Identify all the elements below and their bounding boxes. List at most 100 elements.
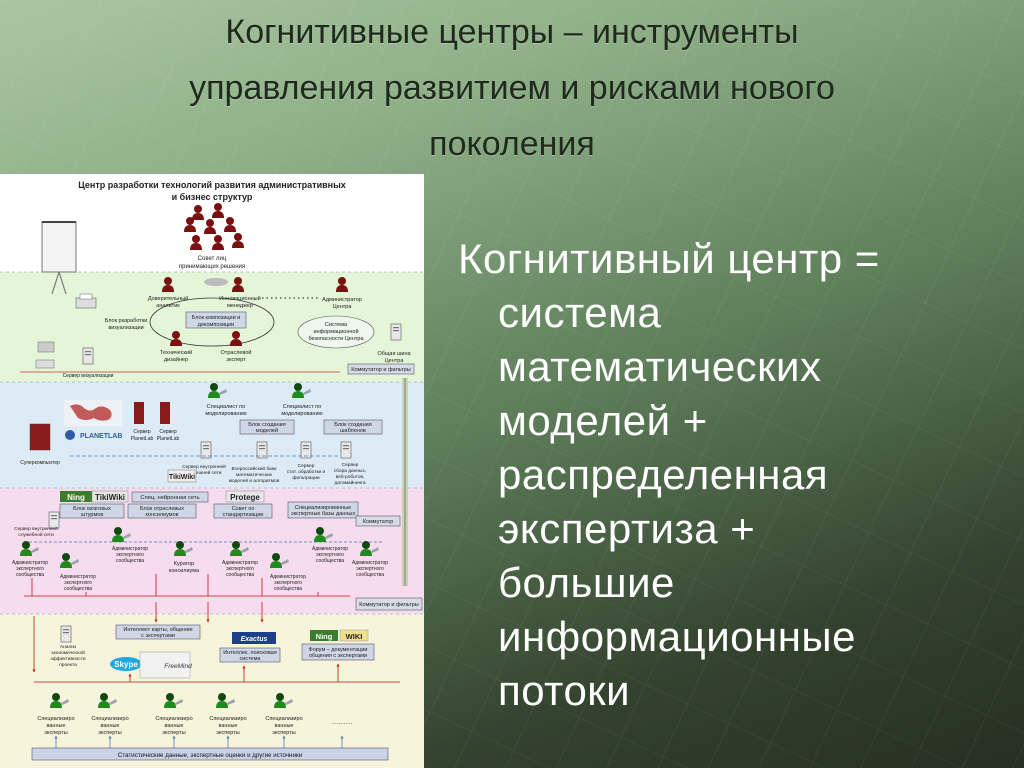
bank-1: Всероссийский банк <box>232 465 278 472</box>
security-label-1: Система <box>325 322 348 328</box>
branch-council-2: консилиумов <box>145 512 178 518</box>
vis-block-1: Блок разработки <box>105 318 148 324</box>
admin-b2: экспертного <box>64 580 92 586</box>
planetlab-logo: PLANETLAB <box>80 433 122 440</box>
vis-block-2: визуализации <box>108 325 143 331</box>
intellect-map-2: с экспертами <box>141 633 175 639</box>
econ-2: экономической <box>51 649 85 656</box>
neuro-net-label: Спец. нейронная сеть <box>140 494 199 501</box>
definition-line-6: большие <box>498 559 675 606</box>
spec-2a: Специализиро <box>91 716 128 722</box>
spec-3a: Специализиро <box>155 716 192 722</box>
bank-2: математических <box>236 473 273 478</box>
stat-server-1: Сервер <box>298 463 315 469</box>
spec-3b: ванные <box>164 723 183 729</box>
admin-e1: Администратор <box>270 574 306 580</box>
diagram-header-1: Центр разработки технологий развития адм… <box>78 180 346 190</box>
econ-1: Анализ <box>60 644 77 650</box>
admin-f2: экспертного <box>316 552 344 558</box>
exactus-logo: Exactus <box>241 636 268 643</box>
admin-e2: экспертного <box>274 580 302 586</box>
spec-4c: эксперты <box>216 730 240 736</box>
planetlab-server-1b: PlanetLab <box>131 436 154 442</box>
model-block-label-1: Блок создания <box>248 422 285 428</box>
planetlab-server-2b: PlanetLab <box>157 436 180 442</box>
tech-designer-2: дизайнер <box>164 356 188 363</box>
collect-server-2: сбора данных, <box>334 468 366 474</box>
definition-line-4: распределенная <box>498 451 829 498</box>
branch-council-1: Блок отраслевых <box>140 506 184 512</box>
admin-c1: Администратор <box>112 546 148 552</box>
spec-4a: Специализиро <box>209 716 246 722</box>
diagram-header-2: и бизнес структур <box>172 192 253 202</box>
collect-server-3: веб-роботов, <box>336 474 365 480</box>
projector-screen-icon <box>41 221 77 295</box>
service-server-2: служебной сети <box>18 531 54 538</box>
title-line-3: поколения <box>429 125 595 163</box>
admin-center-1: Администратор <box>322 297 362 303</box>
spec-5a: Специализиро <box>265 716 302 722</box>
office-devices-icon <box>35 341 55 369</box>
intellect-map-1: Интеллект карты, общение <box>123 627 192 633</box>
supercomputer-icon <box>29 423 51 451</box>
model-block <box>239 419 295 435</box>
council-label-1: Совет лиц <box>198 256 227 262</box>
security-label-3: безопасности Центра <box>308 336 364 342</box>
expert-db-1: Специализированные <box>295 505 351 511</box>
econ-4: проекта <box>59 663 77 668</box>
stat-server-3: фильтрации <box>292 475 320 481</box>
definition-line-7: информационные <box>498 613 856 660</box>
supercomputer-label: Суперкомпьютер <box>20 460 60 466</box>
expert-db-2: экспертные базы данных <box>291 511 355 517</box>
admin-a2: экспертного <box>16 566 44 572</box>
compose-block-label-1: Блок композиции и <box>192 315 241 321</box>
template-block-label-1: Блок создания <box>334 422 371 428</box>
protege-logo: Protege <box>230 493 260 502</box>
bus-label-1: Общая шина <box>377 351 411 357</box>
center-loop <box>149 297 275 347</box>
modeling-spec-2b: моделированию <box>281 411 322 417</box>
admin-c2: экспертного <box>116 552 144 558</box>
brainstorm-2: штурмов <box>81 512 104 518</box>
admin-a1: Администратор <box>12 560 48 566</box>
definition-line-8: потоки <box>498 667 631 714</box>
compose-block <box>185 311 247 329</box>
template-block <box>323 419 383 435</box>
ning-logo-bottom: Ning <box>316 632 333 641</box>
industry-expert-1: Отраслевой <box>221 349 252 356</box>
definition-lead: Когнитивный центр = <box>458 235 880 282</box>
admin-d3: сообщества <box>226 572 254 578</box>
bus-label-2: Центра <box>385 358 405 364</box>
definition-text: Когнитивный центр = система математическ… <box>458 232 1018 718</box>
modeling-spec-2a: Специалист по <box>283 404 321 410</box>
planetlab-server-2a: Сервер <box>159 429 177 435</box>
definition-line-2: математических <box>498 343 822 390</box>
switch-box-top <box>347 363 415 375</box>
tech-designer-1: Технический <box>160 349 192 356</box>
server-rack-icon <box>134 402 170 424</box>
cognitive-center-diagram: Центр разработки технологий развития адм… <box>0 174 424 768</box>
net-server-1: Сервер внутренней <box>182 463 226 470</box>
spec-4b: ванные <box>218 723 237 729</box>
econ-3: эффективности <box>50 656 85 662</box>
commutator-label: Коммутатор <box>363 519 394 525</box>
modeling-spec-1b: моделированию <box>205 411 246 417</box>
security-label-2: информационной <box>313 328 358 335</box>
tikiwiki-logo-small: TikiWiki <box>169 474 195 481</box>
admin-f1: Администратор <box>312 546 348 552</box>
curator-1: Куратор <box>174 561 194 567</box>
admin-g3: сообщества <box>356 572 384 578</box>
wiki-logo: WIKI <box>346 632 363 641</box>
template-block-label-2: шаблонов <box>340 428 366 434</box>
industry-expert-2: эксперт <box>226 357 246 363</box>
admin-a3: сообщества <box>16 572 44 578</box>
model-block-label-2: моделей <box>256 427 278 434</box>
server-vis-label: Сервер визуализации <box>63 373 114 379</box>
forum-2: общения с экспертами <box>309 653 367 659</box>
spec-2c: эксперты <box>98 730 122 736</box>
standards-2: стандартизации <box>223 512 264 518</box>
brainstorm-1: Блок мозговых <box>73 506 111 512</box>
forum-1: Форум – документации <box>309 647 368 653</box>
security-system <box>297 315 375 349</box>
intellect-search-1: Интеллек. поисковая <box>223 650 277 656</box>
